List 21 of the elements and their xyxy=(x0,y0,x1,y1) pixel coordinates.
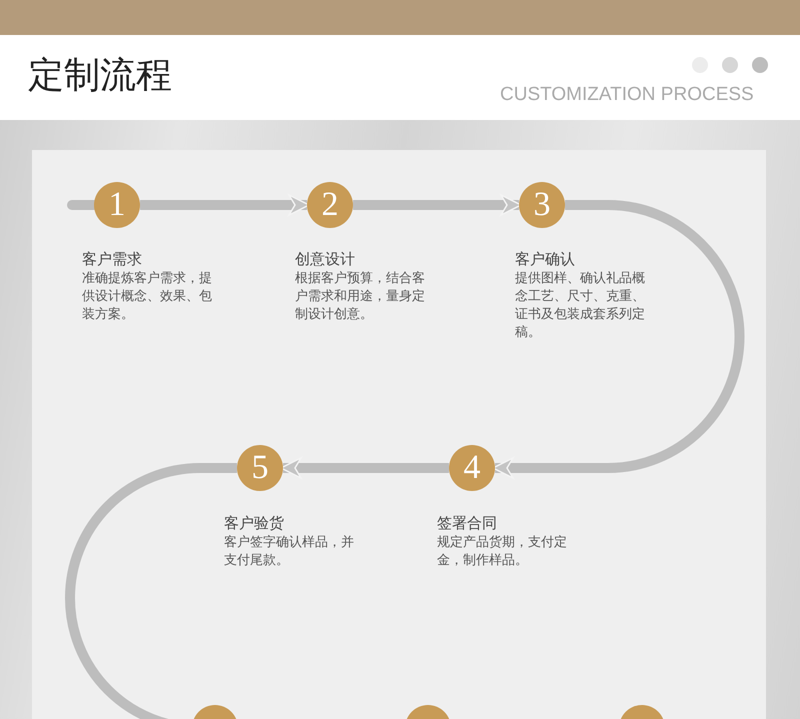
step-description: 提供图样、确认礼品概念工艺、尺寸、克重、证书及包装成套系列定稿。 xyxy=(515,270,646,342)
step-description: 规定产品货期，支付定金，制作样品。 xyxy=(437,534,568,570)
subtitle: CUSTOMIZATION PROCESS xyxy=(500,84,754,106)
step-number: 1 xyxy=(108,188,126,222)
flow-arrow xyxy=(492,200,744,479)
title: 定制流程 xyxy=(28,55,172,97)
step-description: 客户签字确认样品，并支付尾款。 xyxy=(224,534,355,570)
flow-arrow xyxy=(353,194,522,216)
step-heading: 客户验货 xyxy=(224,514,284,532)
step-heading: 签署合同 xyxy=(437,514,497,532)
step-number: 5 xyxy=(252,451,268,485)
step-heading: 客户需求 xyxy=(82,250,142,268)
step-heading: 创意设计 xyxy=(295,250,355,268)
flow-arrow xyxy=(280,457,449,479)
step-description: 准确提炼客户需求，提供设计概念、效果、包装方案。 xyxy=(82,270,213,324)
step-number: 3 xyxy=(534,188,550,222)
flow-arrow xyxy=(140,194,310,216)
step-number: 4 xyxy=(464,451,480,485)
step-description: 根据客户预算，结合客户需求和用途，量身定制设计创意。 xyxy=(295,270,426,324)
step-heading: 客户确认 xyxy=(515,250,575,268)
step-number: 2 xyxy=(322,188,338,222)
